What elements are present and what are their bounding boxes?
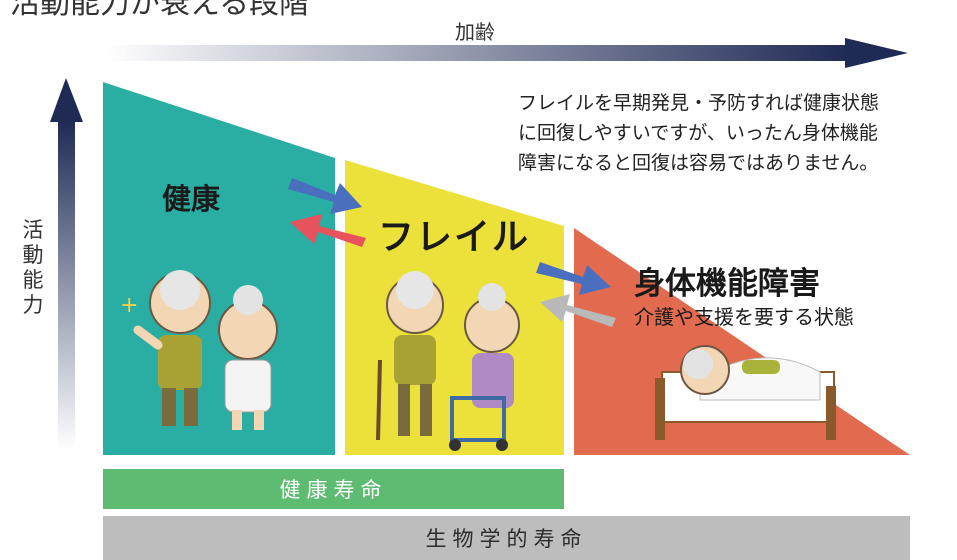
disability-stage-label: 身体機能障害 xyxy=(634,266,820,302)
biological-life-label: 生物学的寿命 xyxy=(425,527,588,551)
healthy-couple-illustration: + xyxy=(120,270,278,430)
note-line: 障害になると回復は容易ではありません。 xyxy=(518,152,879,174)
healthy-life-bar: 健康寿命 xyxy=(103,469,564,509)
bedridden-person-illustration xyxy=(655,345,836,440)
top-title: 活動能力が衰える段階 xyxy=(10,0,310,21)
frail-couple-illustration xyxy=(376,271,520,451)
biological-life-bar: 生物学的寿命 xyxy=(103,516,910,560)
health-stage-label: 健康 xyxy=(162,182,221,216)
health-panel xyxy=(103,82,335,455)
note-line: フレイルを早期発見・予防すれば健康状態 xyxy=(518,92,880,114)
arrow-disability-to-frail xyxy=(540,294,616,327)
arrow-health-to-frail xyxy=(288,178,362,214)
age-axis-arrow xyxy=(105,38,908,68)
svg-text:+: + xyxy=(120,293,138,318)
recovery-note: フレイルを早期発見・予防すれば健康状態 に回復しやすいですが、いったん身体機能 … xyxy=(518,88,957,178)
age-axis-label: 加齢 xyxy=(455,20,495,44)
arrow-frail-to-health xyxy=(290,214,366,247)
healthy-life-label: 健康寿命 xyxy=(279,478,388,502)
note-line: に回復しやすいですが、いったん身体機能 xyxy=(518,122,878,144)
activity-axis-label: 活動能力 xyxy=(22,218,44,317)
disability-stage-subtitle: 介護や支援を要する状態 xyxy=(634,305,854,329)
frail-stage-label: フレイル xyxy=(378,217,531,258)
activity-axis-arrow xyxy=(50,78,83,450)
arrow-frail-to-disability xyxy=(536,262,611,295)
